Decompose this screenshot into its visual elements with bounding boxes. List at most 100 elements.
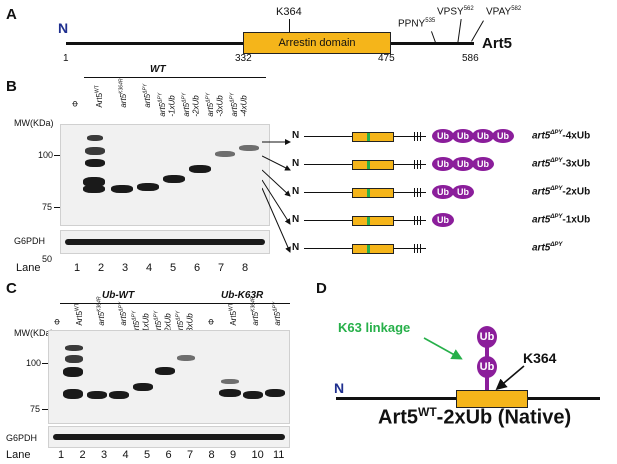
- lane-header-sup: ΔPY: [142, 83, 149, 94]
- lane-header-suffix: -2xUb: [191, 95, 200, 117]
- lane-header-sup: WT: [228, 303, 235, 311]
- construct-arrestin: [352, 160, 394, 170]
- lane-header-main: art5: [273, 311, 282, 326]
- marker-100-b: 100: [38, 150, 54, 160]
- vpsy-tick: [457, 19, 462, 43]
- marker-75-tick-c: [42, 409, 48, 410]
- lane-number: 5: [170, 262, 177, 274]
- band: [177, 355, 195, 361]
- construct-k364: [367, 189, 370, 197]
- band: [53, 434, 285, 440]
- lane-number: 8: [208, 449, 215, 461]
- marker-75-c: 75: [30, 404, 41, 414]
- ub-k63r-group-label: Ub-K63R: [221, 290, 264, 301]
- ub-moiety: Ub: [472, 157, 494, 171]
- construct-name: art5: [532, 130, 551, 142]
- py-tick: [414, 188, 415, 197]
- ub-k63r-line: [200, 303, 290, 304]
- construct-n-label: N: [292, 186, 300, 197]
- py-tick: [414, 244, 415, 253]
- lane-number: 10: [251, 449, 264, 461]
- py-tick: [420, 132, 421, 141]
- lane-number: 7: [218, 262, 225, 274]
- lane-header-main: art5: [119, 93, 128, 108]
- lane-label-c: Lane: [6, 449, 31, 461]
- arrestin-domain-d: [456, 390, 528, 408]
- n-terminus-label: N: [58, 20, 69, 36]
- lane-header: art5ΔPY: [272, 302, 282, 326]
- lane-header-main: art5: [251, 311, 260, 326]
- band: [109, 391, 129, 399]
- k364-arrow: [495, 365, 525, 391]
- wt-group-line: [84, 77, 266, 78]
- py-tick: [420, 188, 421, 197]
- lane-header: Art5WT: [228, 303, 238, 325]
- tick-475: 475: [378, 53, 395, 64]
- lane-header-sup: ΔPY: [118, 301, 125, 312]
- lane-header-main: art5: [158, 102, 167, 117]
- band: [87, 135, 103, 141]
- ub-moiety: Ub: [472, 129, 494, 143]
- band: [239, 145, 259, 151]
- py-tick: [417, 160, 418, 169]
- band: [85, 159, 105, 167]
- construct-suffix: -3xUb: [562, 158, 591, 170]
- lane-header: art5ΔPY-3xUb: [205, 93, 224, 117]
- band: [63, 367, 83, 377]
- k364-label-d: K364: [523, 350, 557, 366]
- band: [83, 177, 105, 187]
- ub-link-top: [485, 346, 489, 358]
- py-tick: [414, 132, 415, 141]
- ub-wt-line: [60, 303, 200, 304]
- lane-header: art5ΔPY-4xUb: [229, 93, 248, 117]
- ub-moiety: Ub: [452, 129, 474, 143]
- lane-header: Φ: [53, 319, 62, 325]
- marker-100-tick-c: [42, 363, 48, 364]
- construct-sup: ΔPY: [550, 214, 563, 220]
- construct-sup: ΔPY: [550, 242, 563, 248]
- band: [215, 151, 235, 157]
- construct-name: art5: [532, 214, 551, 226]
- mw-label-b: MW(KDa): [14, 118, 54, 128]
- band: [163, 175, 185, 183]
- ub-moiety: Ub: [432, 185, 454, 199]
- py-tick: [417, 132, 418, 141]
- lane-header-main: art5: [206, 102, 215, 117]
- lane-header: Φ: [207, 319, 216, 325]
- ub-moiety: Ub: [452, 157, 474, 171]
- construct-arrestin: [352, 188, 394, 198]
- lane-header-sup: ΔPY: [272, 301, 279, 312]
- lane-number: 8: [242, 262, 249, 274]
- lane-header-main: Art5: [229, 310, 238, 326]
- lane-header-main: Φ: [53, 318, 62, 325]
- construct-n-label: N: [292, 158, 300, 169]
- lane-header-sup: ΔPY: [181, 92, 188, 103]
- band: [65, 239, 265, 245]
- loading-label-b: G6PDH: [14, 236, 46, 246]
- lane-header-suffix: -4xUb: [239, 95, 248, 117]
- lane-number: 3: [122, 262, 129, 274]
- lane-header-sup: K364R: [96, 296, 103, 312]
- lane-number: 3: [101, 449, 108, 461]
- n-terminus-label-d: N: [334, 380, 345, 396]
- panel-c-letter: C: [6, 280, 17, 297]
- lane-header-main: art5: [97, 311, 106, 326]
- lane-header: Art5WT: [94, 85, 104, 107]
- construct-label: art5ΔPY-1xUb: [532, 214, 590, 225]
- lane-header-main: Φ: [207, 318, 216, 325]
- lane-header-sup: K364R: [250, 296, 257, 312]
- py-tick: [420, 160, 421, 169]
- lane-number: 1: [74, 262, 81, 274]
- lane-number: 5: [144, 449, 151, 461]
- construct-arrestin: [352, 132, 394, 142]
- construct-sup: ΔPY: [550, 158, 563, 164]
- construct-n-label: N: [292, 214, 300, 225]
- py-tick: [417, 244, 418, 253]
- tick-586: 586: [462, 53, 479, 64]
- k63-linkage-label: K63 linkage: [338, 320, 411, 335]
